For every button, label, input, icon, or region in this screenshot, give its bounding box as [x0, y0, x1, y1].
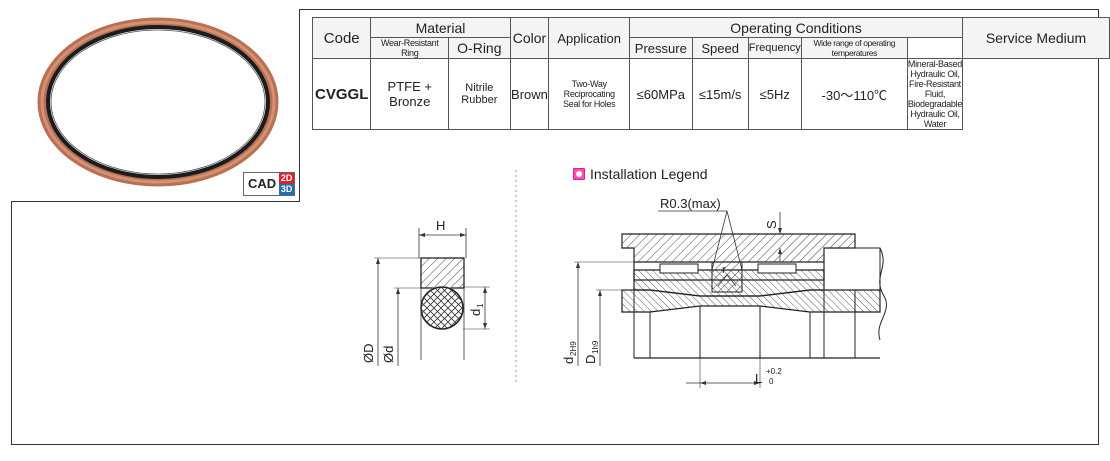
product-photo-box [11, 9, 300, 202]
label-groove-d1: D 1h9 [583, 340, 600, 364]
cell-speed: ≤15m/s [691, 58, 749, 130]
svg-text:L: L [755, 371, 762, 386]
medium-line-1: Mineral-Based Hydraulic Oil, Fire-Resist… [907, 59, 963, 99]
seal-ring-image [37, 17, 279, 187]
header-pressure: Pressure [629, 37, 693, 59]
cell-color: Brown [509, 58, 550, 130]
cell-application: Two-Way Reciprocating Seal for Holes [548, 58, 631, 130]
installation-drawing [574, 210, 887, 388]
header-speed: Speed [691, 37, 749, 59]
header-color: Color [509, 17, 550, 59]
cad-label: CAD [248, 176, 277, 191]
cell-temperature: -30～110℃ [800, 58, 908, 130]
header-temp-range: Wide range of operating temperatures [800, 37, 908, 59]
cell-frequency: ≤5Hz [747, 58, 802, 130]
label-outer-diameter: ØD [361, 344, 376, 364]
label-cross-section: d 1 [468, 303, 485, 316]
circle-marker-icon [573, 168, 585, 180]
cell-wear-ring: PTFE + Bronze [370, 58, 450, 130]
spec-table: Code Material Color Application Operatin… [311, 17, 1110, 130]
header-wear-ring: Wear-Resistant Ring [370, 37, 450, 59]
header-code: Code [311, 17, 372, 59]
legend-label: Installation Legend [590, 166, 708, 182]
cad-2d-label: 2D [279, 173, 295, 184]
header-o-ring: O-Ring [448, 37, 511, 59]
header-service-medium: Service Medium [962, 17, 1110, 59]
label-radius-r: r [722, 264, 726, 276]
cell-pressure: ≤60MPa [629, 58, 693, 130]
label-width-h: H [436, 218, 445, 233]
label-inner-diameter: Ød [381, 346, 396, 363]
outer-frame [11, 9, 1099, 445]
label-bore-d2: d 2H9 [561, 341, 578, 364]
svg-text:0: 0 [769, 377, 774, 386]
application-line-1: Two-Way Reciprocating [563, 79, 615, 99]
cad-badge[interactable]: CAD 2D 3D [243, 172, 296, 196]
header-material: Material [370, 17, 511, 38]
svg-text:+0.2: +0.2 [766, 367, 782, 376]
label-gap-s: S [764, 220, 779, 229]
svg-text:D: D [583, 355, 598, 364]
svg-text:d: d [561, 357, 576, 364]
medium-line-2: Biodegradable Hydraulic Oil, Water [907, 99, 963, 129]
label-length-l: L +0.2 0 [755, 367, 782, 386]
svg-text:1: 1 [476, 303, 485, 308]
header-operating: Operating Conditions [629, 17, 964, 38]
header-frequency: Frequency [747, 37, 802, 59]
header-application: Application [548, 17, 631, 59]
cell-code: CVGGL [311, 58, 372, 130]
svg-text:2H9: 2H9 [569, 341, 578, 356]
application-line-2: Seal for Holes [563, 99, 616, 109]
label-radius-note: R0.3(max) [660, 196, 721, 211]
cell-service-medium: Mineral-Based Hydraulic Oil, Fire-Resist… [906, 58, 964, 130]
cell-o-ring: Nitrile Rubber [448, 58, 511, 130]
svg-text:d: d [468, 309, 483, 316]
cad-3d-label: 3D [279, 184, 295, 195]
installation-legend: Installation Legend [573, 166, 708, 182]
seal-cross-section [374, 228, 490, 366]
svg-text:1h9: 1h9 [591, 340, 600, 354]
